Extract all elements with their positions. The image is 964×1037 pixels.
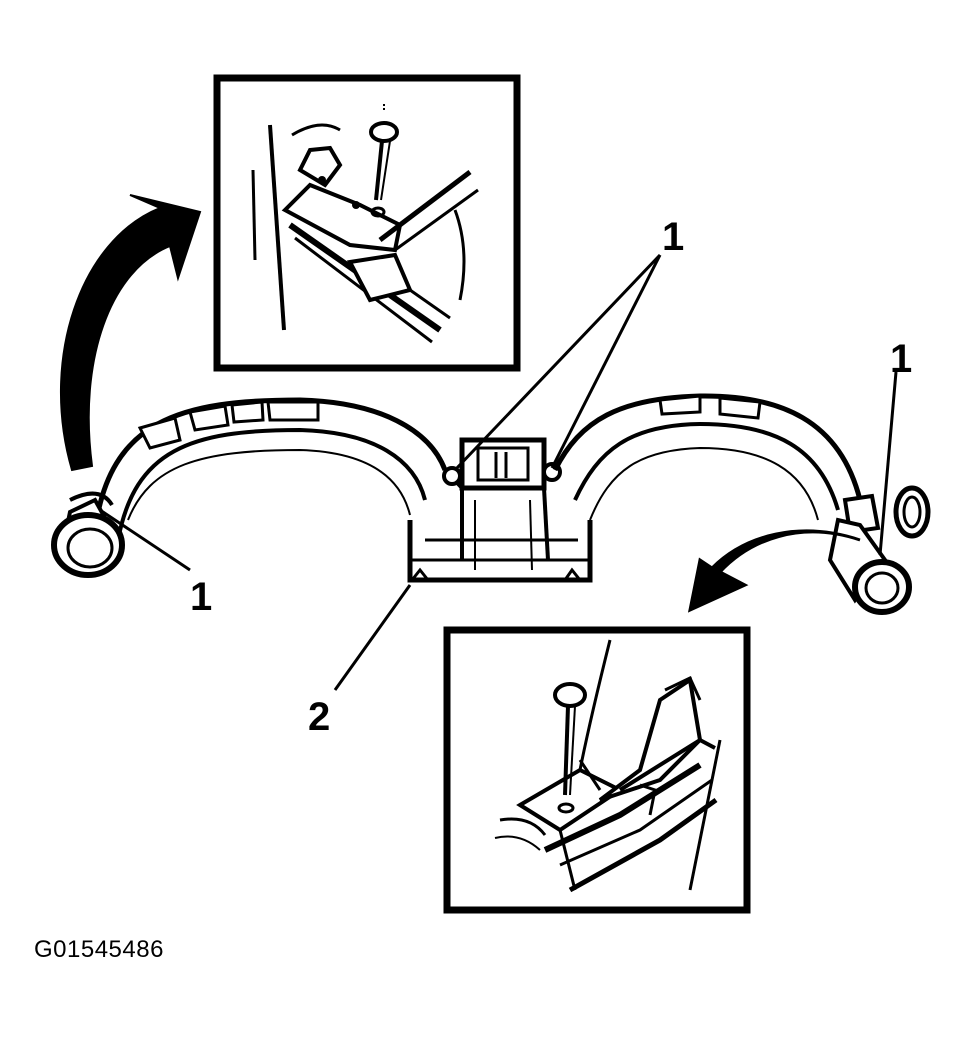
air-distribution-duct	[51, 393, 931, 615]
figure-id: G01545486	[34, 936, 164, 963]
inset-lower-frame	[443, 626, 751, 914]
arrow-to-lower-inset	[687, 529, 861, 613]
callout-2-bottom: 2	[308, 695, 330, 739]
fastener-center-left	[442, 466, 462, 486]
callout-1-left: 1	[190, 575, 212, 619]
leader-lines	[99, 253, 898, 691]
callout-1-right: 1	[890, 337, 912, 381]
inset-lower-clip-detail	[443, 626, 751, 914]
callout-1-center: 1	[662, 215, 684, 259]
inset-upper-clip-detail	[213, 74, 521, 372]
arrow-to-upper-inset	[60, 194, 202, 472]
